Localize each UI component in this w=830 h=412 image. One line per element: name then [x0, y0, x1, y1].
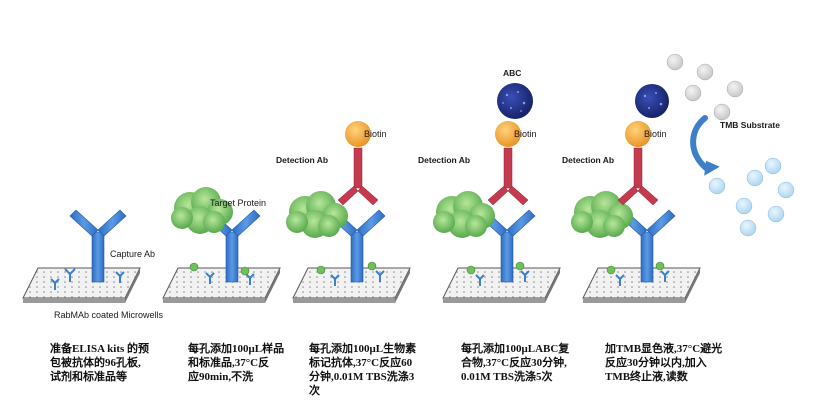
biotin-label: Biotin: [644, 129, 667, 139]
curved-arrow-icon: [690, 115, 720, 176]
well-plate-icon: [162, 267, 281, 303]
tmb-molecule-icon: [708, 157, 795, 237]
abc-complex-icon: [635, 84, 669, 118]
tmb-substrate-label: TMB Substrate: [720, 120, 780, 130]
step-3-caption: 每孔添加100μL生物素 标记抗体,37°C反应60 分钟,0.01M TBS洗…: [309, 343, 417, 397]
small-protein-icon: [189, 261, 665, 276]
step-4-caption: 每孔添加100μLABC复 合物,37°C反应30分钟, 0.01M TBS洗涤…: [461, 343, 570, 383]
abc-complex-icon: [497, 83, 533, 119]
well-plate-icon: [442, 267, 561, 303]
detection-ab-label: Detection Ab: [562, 155, 614, 165]
step-1-caption: 准备ELISA kits 的预 包被抗体的96孔板, 试剂和标准品等: [50, 343, 150, 383]
well-plate-icon: [22, 267, 141, 303]
detection-antibody-icon: [337, 147, 659, 206]
biotin-label: Biotin: [514, 129, 537, 139]
well-plate-icon: [582, 267, 701, 303]
biotin-icon: [345, 121, 651, 147]
step-2-caption: 每孔添加100μL样品 和标准品,37°C反 应90min,不洗: [188, 343, 285, 383]
tmb-molecule-icon: [666, 53, 744, 121]
detection-ab-label: Detection Ab: [418, 155, 470, 165]
target-protein-icon: [171, 187, 633, 238]
target-protein-label: Target Protein: [210, 198, 266, 208]
detection-ab-label: Detection Ab: [276, 155, 328, 165]
abc-label: ABC: [503, 68, 521, 78]
plate-label: RabMAb coated Microwells: [54, 310, 164, 320]
biotin-label: Biotin: [364, 129, 387, 139]
capture-ab-label: Capture Ab: [110, 249, 155, 259]
small-antibody-icon: [50, 268, 670, 290]
step-5-caption: 加TMB显色液,37°C避光 反应30分钟以内,加入 TMB终止液,读数: [605, 343, 723, 383]
